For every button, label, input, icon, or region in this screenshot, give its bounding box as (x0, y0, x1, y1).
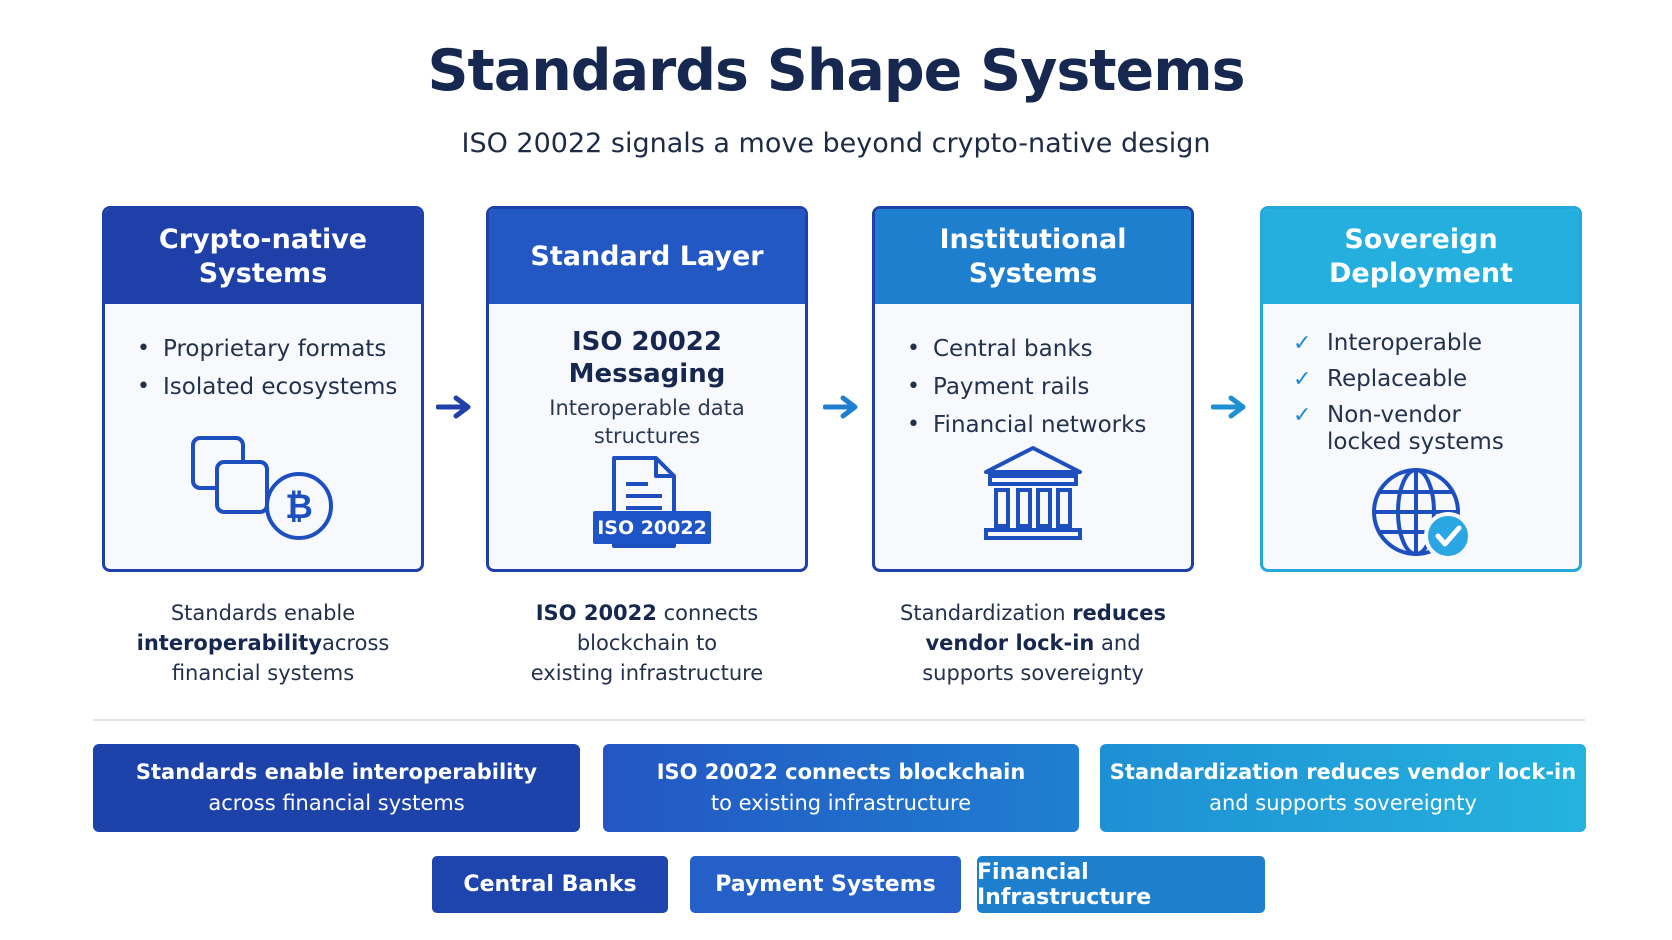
caption-bold: ISO 20022 (535, 601, 657, 625)
caption-line: blockchain to (576, 631, 718, 655)
arrow-right-icon (823, 395, 858, 419)
list-item-label: Non-vendor locked systems (1327, 402, 1504, 455)
card-title-line1: Crypto-native (158, 223, 368, 255)
card-title-line2: Deployment (1328, 257, 1514, 289)
caption-line: existing infrastructure (530, 661, 764, 685)
caption-bold: reduces (1072, 601, 1166, 625)
caption-line: supports sovereignty (922, 661, 1144, 685)
card-body: ISO 20022 Messaging Interoperable data s… (489, 304, 805, 569)
globe-check-icon (1263, 464, 1579, 560)
card-body: Central banks Payment rails Financial ne… (875, 304, 1191, 569)
pill-label: Central Banks (463, 872, 637, 897)
list-item: ✓ Non-vendor locked systems (1293, 402, 1527, 456)
banner-subtitle: across financial systems (208, 791, 465, 815)
caption-line: and (1094, 631, 1141, 655)
caption-bold: interoperability (136, 631, 323, 655)
iso-heading-line1: ISO 20022 (571, 327, 722, 357)
iso-heading-line2: Messaging (568, 359, 726, 389)
list-item-label: Replaceable (1327, 366, 1468, 392)
caption-iso-connects: ISO 20022 connects blockchain to existin… (486, 598, 808, 688)
caption-bold: vendor lock-in (925, 631, 1095, 655)
caption-line: across (322, 631, 390, 655)
list-item: Payment rails (907, 368, 1191, 406)
list-item: Isolated ecosystems (137, 368, 421, 406)
list-item: Financial networks (907, 406, 1191, 444)
pill-financial-infrastructure: Financial Infrastructure (977, 856, 1265, 913)
iso-description: Interoperable data structures (489, 394, 805, 450)
caption-line: financial systems (171, 661, 355, 685)
svg-text:₿: ₿ (285, 487, 313, 527)
blockchain-bitcoin-icon: ₿ (105, 432, 421, 552)
list-item: Central banks (907, 330, 1191, 368)
caption-interoperability: Standards enable interoperabilityacross … (102, 598, 424, 688)
card-title-line1: Institutional (939, 223, 1127, 255)
pill-label: Payment Systems (715, 872, 936, 897)
banner-iso-connects: ISO 20022 connects blockchain to existin… (603, 744, 1079, 832)
bullet-list: Proprietary formats Isolated ecosystems (105, 304, 421, 406)
caption-line: Standards enable (170, 601, 356, 625)
bullet-list: Central banks Payment rails Financial ne… (875, 304, 1191, 444)
banner-title: ISO 20022 connects blockchain (656, 760, 1026, 784)
card-body: Proprietary formats Isolated ecosystems … (105, 304, 421, 569)
bank-building-icon (875, 444, 1191, 544)
check-icon: ✓ (1293, 367, 1312, 392)
divider (93, 719, 1585, 721)
list-item: Proprietary formats (137, 330, 421, 368)
list-item-label: Interoperable (1327, 330, 1482, 356)
card-header: Standard Layer (489, 209, 805, 304)
banner-subtitle: and supports sovereignty (1209, 791, 1477, 815)
banner-interoperability: Standards enable interoperability across… (93, 744, 580, 832)
card-title: Standard Layer (530, 240, 764, 272)
banner-title: Standardization reduces vendor lock-in (1109, 760, 1577, 784)
iso-desc-line1: Interoperable data (549, 396, 745, 420)
iso-heading: ISO 20022 Messaging (489, 304, 805, 390)
checklist: ✓ Interoperable ✓ Replaceable ✓ Non-vendor … (1263, 304, 1579, 456)
card-title-line2: Systems (968, 257, 1098, 289)
caption-line: connects (656, 601, 759, 625)
banner-title: Standards enable interoperability (135, 760, 538, 784)
list-item: ✓ Replaceable (1293, 366, 1579, 393)
arrow-right-icon (1211, 395, 1246, 419)
caption-standardization: Standardization reduces vendor lock-in a… (872, 598, 1194, 688)
page-subtitle: ISO 20022 signals a move beyond crypto-n… (461, 128, 1211, 159)
caption-line: Standardization (900, 601, 1073, 625)
check-icon: ✓ (1293, 403, 1312, 428)
iso-desc-line2: structures (593, 424, 701, 448)
list-item: ✓ Interoperable (1293, 330, 1579, 357)
arrow-right-icon (436, 395, 471, 419)
pill-central-banks: Central Banks (432, 856, 668, 913)
banner-subtitle: to existing infrastructure (710, 791, 972, 815)
card-standard-layer: Standard Layer ISO 20022 Messaging Inter… (486, 206, 808, 572)
banner-standardization: Standardization reduces vendor lock-in a… (1100, 744, 1586, 832)
page-title: Standards Shape Systems (427, 38, 1245, 104)
pill-label: Financial Infrastructure (977, 859, 1152, 910)
pill-payment-systems: Payment Systems (690, 856, 961, 913)
iso-badge: ISO 20022 (593, 511, 711, 544)
iso-badge-label: ISO 20022 (597, 516, 707, 539)
check-icon: ✓ (1293, 331, 1312, 356)
card-body: ✓ Interoperable ✓ Replaceable ✓ Non-vendor … (1263, 304, 1579, 569)
card-title-line1: Sovereign (1344, 223, 1498, 255)
card-title-line2: Systems (198, 257, 328, 289)
